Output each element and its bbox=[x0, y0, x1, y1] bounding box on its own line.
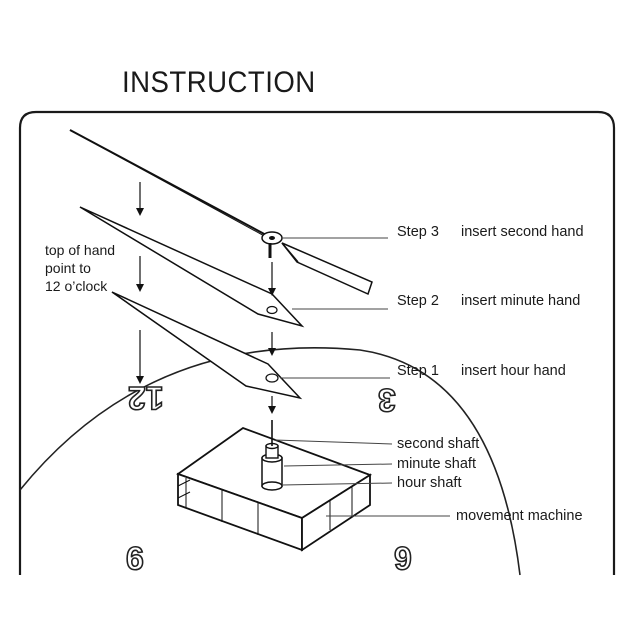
step-2-label: Step 2 bbox=[397, 293, 439, 309]
side-note-line-1: top of hand bbox=[45, 242, 116, 258]
dial-numeral-9: 9 bbox=[125, 539, 144, 577]
insertion-arrows bbox=[136, 182, 276, 414]
dial-numeral-12: 12 bbox=[127, 379, 164, 417]
minute-shaft-label: minute shaft bbox=[397, 456, 476, 472]
second-shaft-label: second shaft bbox=[397, 436, 480, 452]
side-note-line-3: 12 o’clock bbox=[45, 278, 108, 294]
step-1-label: Step 1 bbox=[397, 363, 439, 379]
page-title: INSTRUCTION bbox=[122, 66, 316, 99]
second-hand bbox=[69, 129, 373, 296]
side-note: top of hand point to 12 o’clock bbox=[45, 241, 115, 295]
step-3-label: Step 3 bbox=[397, 224, 439, 240]
movement-machine-label: movement machine bbox=[456, 508, 583, 524]
step-1-action: insert hour hand bbox=[461, 363, 566, 379]
hour-shaft-label: hour shaft bbox=[397, 475, 462, 491]
side-note-line-2: point to bbox=[45, 260, 91, 276]
clock-dial-arc bbox=[19, 347, 521, 576]
diagram-frame bbox=[18, 110, 616, 575]
dial-numeral-3: 3 bbox=[377, 381, 396, 419]
movement-machine bbox=[176, 420, 373, 552]
hour-hand bbox=[111, 291, 303, 400]
dial-numeral-6: 6 bbox=[393, 539, 412, 577]
step-3-action: insert second hand bbox=[461, 224, 584, 240]
step-2-action: insert minute hand bbox=[461, 293, 581, 309]
minute-hand bbox=[79, 206, 305, 328]
leader-lines bbox=[274, 237, 450, 517]
